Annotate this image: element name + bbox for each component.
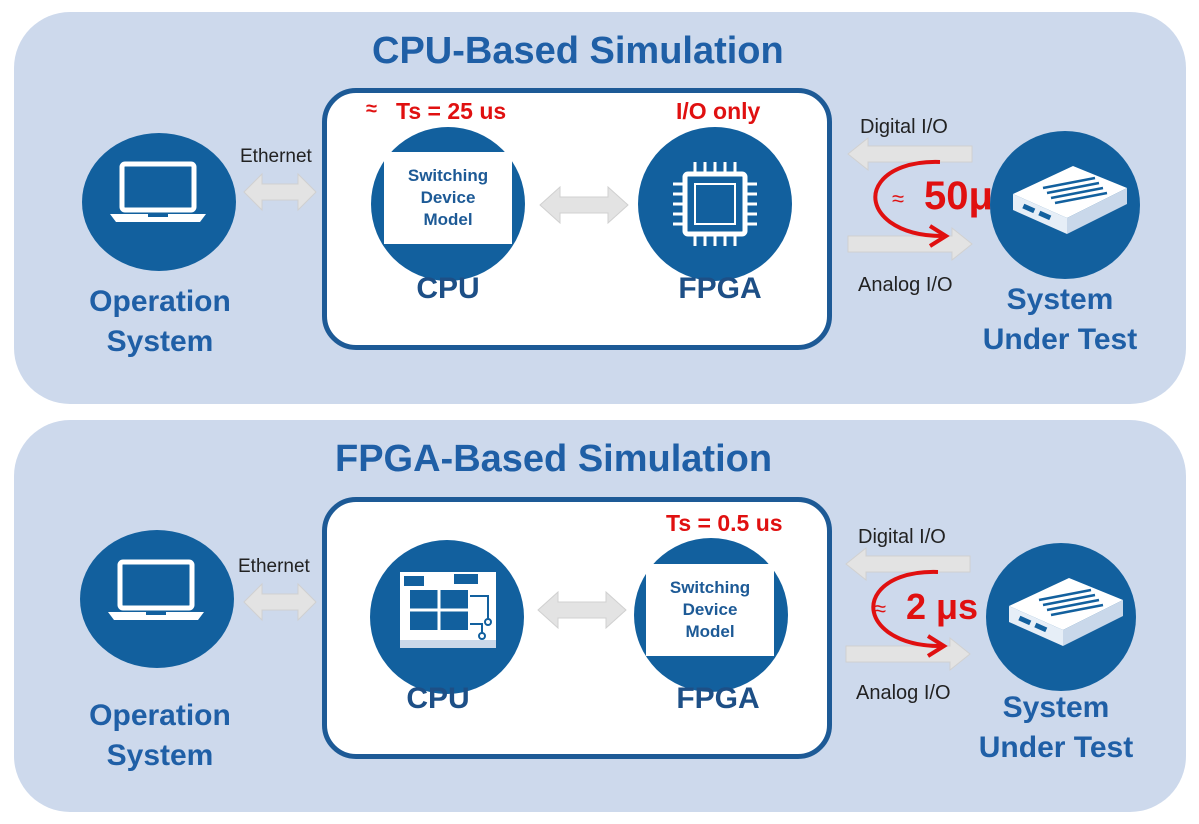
sut-label: System Under Test <box>960 280 1160 360</box>
laptop-icon <box>108 559 204 620</box>
digital-io-arrow <box>847 136 973 172</box>
io-only-label: I/O only <box>676 98 761 124</box>
switching-device-model: Switching Device Model <box>384 152 512 244</box>
double-arrow-icon <box>243 172 317 212</box>
latency-approx-symbol: ≈ <box>874 596 887 621</box>
digital-io-label: Digital I/O <box>860 116 948 138</box>
fpga-label: FPGA <box>678 272 762 305</box>
ethernet-label: Ethernet <box>238 556 310 577</box>
hardware-device-icon <box>1009 578 1123 646</box>
sut-label: System Under Test <box>956 688 1156 768</box>
cpu-label: CPU <box>416 272 480 305</box>
chip-icon <box>673 162 757 246</box>
ts-label: Ts = 25 us <box>396 98 507 124</box>
ts-approx-symbol: ≈ <box>366 98 377 120</box>
latency-value: 2 μs <box>906 586 979 627</box>
circuit-board-icon <box>400 572 496 648</box>
sut-label-line2: Under Test <box>982 323 1138 356</box>
sut-label-line1: System <box>1006 283 1114 316</box>
operation-system-circle <box>80 530 234 668</box>
sut-label-line1: System <box>1002 691 1110 724</box>
model-line-1: Switching <box>669 578 751 597</box>
model-line-3: Model <box>423 210 473 229</box>
ethernet-label: Ethernet <box>240 146 312 167</box>
curved-arrow-icon <box>871 569 948 658</box>
operation-system-label: Operation System <box>70 282 250 362</box>
latency-approx-symbol: ≈ <box>892 186 905 211</box>
hardware-device-icon <box>1013 166 1127 234</box>
fpga-circle <box>638 127 792 281</box>
double-arrow-icon <box>539 185 629 225</box>
sut-label-line2: Under Test <box>978 731 1134 764</box>
cpu-based-title: CPU-Based Simulation <box>372 30 784 72</box>
operation-label-line2: System <box>106 325 214 358</box>
operation-system-circle <box>82 133 236 271</box>
laptop-icon <box>110 161 206 222</box>
model-line-2: Device <box>420 188 476 207</box>
digital-io-arrow <box>845 546 971 582</box>
operation-label-line2: System <box>106 739 214 772</box>
model-line-2: Device <box>682 600 738 619</box>
fpga-label: FPGA <box>676 682 760 715</box>
curved-arrow-icon <box>873 159 950 248</box>
analog-io-label: Analog I/O <box>856 682 951 704</box>
switching-device-model: Switching Device Model <box>646 564 774 656</box>
analog-io-label: Analog I/O <box>858 274 953 296</box>
digital-io-label: Digital I/O <box>858 526 946 548</box>
model-line-3: Model <box>685 622 735 641</box>
operation-label-line1: Operation <box>89 699 231 732</box>
fpga-based-title: FPGA-Based Simulation <box>335 438 773 480</box>
ts-label: Ts = 0.5 us <box>666 510 783 536</box>
operation-label-line1: Operation <box>89 285 231 318</box>
model-line-1: Switching <box>407 166 489 185</box>
double-arrow-icon <box>537 590 627 630</box>
operation-system-label: Operation System <box>70 696 250 776</box>
cpu-label: CPU <box>406 682 470 715</box>
double-arrow-icon <box>243 582 317 622</box>
